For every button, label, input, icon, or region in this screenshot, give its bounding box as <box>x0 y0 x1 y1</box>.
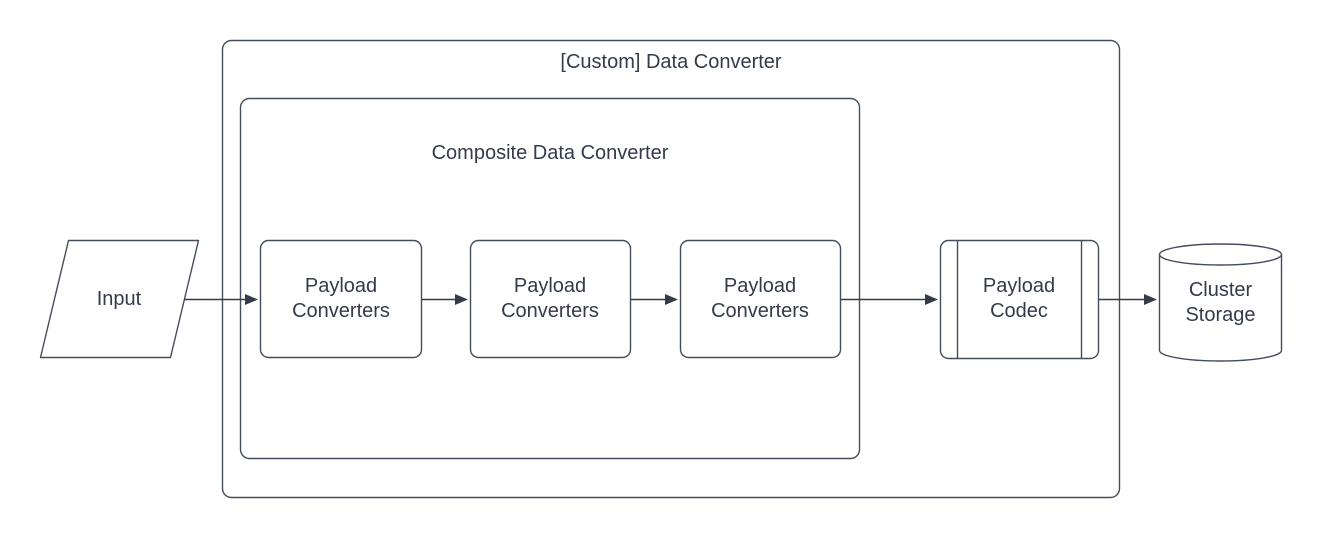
input-shape <box>39 239 200 359</box>
payload-codec-box <box>939 239 1100 360</box>
payload-converter-1-box <box>259 239 423 359</box>
cluster-storage-top <box>1158 243 1283 266</box>
cluster-storage-body <box>1158 254 1283 362</box>
payload-converter-2-box <box>469 239 632 359</box>
payload-converter-3-box <box>679 239 842 359</box>
